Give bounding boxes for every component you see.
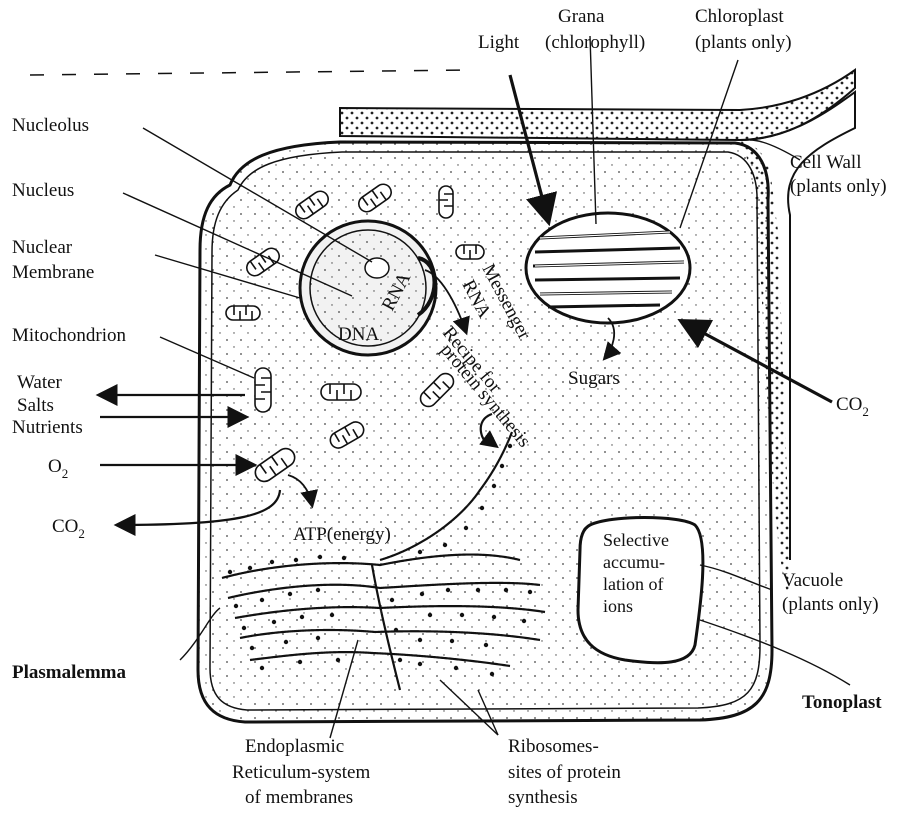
label-ribo-3: synthesis xyxy=(508,787,578,808)
label-membrane: Membrane xyxy=(12,262,94,283)
label-light: Light xyxy=(478,32,520,53)
label-nuclear: Nuclear xyxy=(12,237,73,258)
label-chloroplast: Chloroplast xyxy=(695,6,784,27)
label-plasmalemma: Plasmalemma xyxy=(12,662,126,683)
label-ribo-1: Ribosomes- xyxy=(508,736,599,757)
label-er-3: of membranes xyxy=(245,787,353,808)
label-nutrients: Nutrients xyxy=(12,417,83,438)
label-nucleolus: Nucleolus xyxy=(12,115,89,136)
nucleolus-body xyxy=(365,258,389,278)
label-vacuole-inner-1: Selective xyxy=(603,530,669,550)
top-dash-line xyxy=(30,70,470,75)
label-co2-right: CO2 xyxy=(836,394,869,419)
label-vacuole-inner-2: accumu- xyxy=(603,552,665,572)
label-co2-left: CO2 xyxy=(52,516,85,541)
label-water: Water xyxy=(17,372,63,393)
label-salts: Salts xyxy=(17,395,54,416)
label-cell-wall: Cell Wall xyxy=(790,152,861,173)
label-nucleus: Nucleus xyxy=(12,180,74,201)
label-sugars: Sugars xyxy=(568,368,620,389)
label-vacuole-inner-4: ions xyxy=(603,596,633,616)
label-o2: O2 xyxy=(48,456,68,481)
label-grana-2: (chlorophyll) xyxy=(545,32,645,53)
label-chloroplast-2: (plants only) xyxy=(695,32,792,53)
chloroplast xyxy=(526,213,690,323)
label-er-2: Reticulum-system xyxy=(232,762,370,783)
label-ribo-2: sites of protein xyxy=(508,762,621,783)
label-atp: ATP(energy) xyxy=(293,524,391,545)
label-tonoplast: Tonoplast xyxy=(802,692,882,713)
label-mitochondrion: Mitochondrion xyxy=(12,325,126,346)
label-grana: Grana xyxy=(558,6,605,27)
label-dna: DNA xyxy=(338,324,379,345)
label-vacuole: Vacuole xyxy=(782,570,843,591)
label-vacuole-inner-3: lation of xyxy=(603,574,664,594)
label-vacuole-2: (plants only) xyxy=(782,594,879,615)
label-cell-wall-2: (plants only) xyxy=(790,176,887,197)
label-er-1: Endoplasmic xyxy=(245,736,344,757)
